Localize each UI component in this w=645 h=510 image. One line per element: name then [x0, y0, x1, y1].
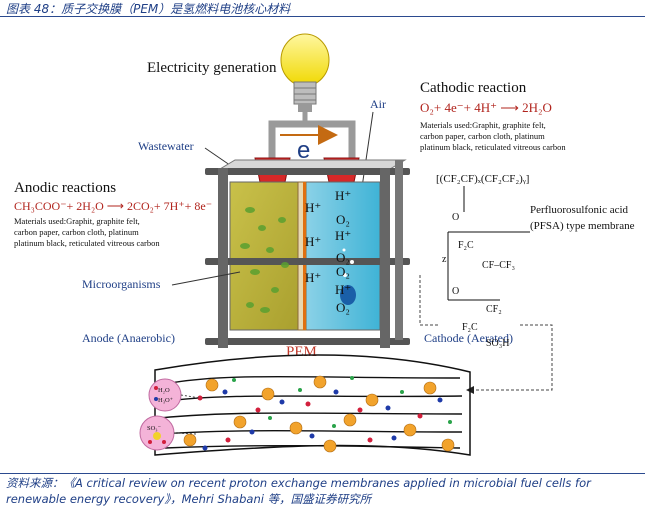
proton-label-2: H⁺ [305, 234, 321, 249]
anodic-materials-line: platinum black, reticulated vitreous car… [14, 238, 160, 248]
oxygen-label-1: O₂ [336, 212, 350, 227]
anode-label: Anode (Anaerobic) [82, 331, 175, 345]
formula-atom: F₂C [458, 240, 474, 251]
anode-chamber [229, 181, 303, 331]
oxygen-label-3: O₂ [336, 264, 350, 279]
caption-rule [0, 16, 645, 17]
cathodic-equation: O₂+ 4e⁻+ 4H⁺ ⟶ 2H₂O [420, 100, 552, 115]
proton-label-6: H⁺ [335, 282, 351, 297]
fuel-cell-body [205, 159, 410, 348]
anodic-materials-line: carbon paper, carbon cloth, platinum [14, 227, 139, 237]
anodic-title: Anodic reactions [14, 180, 116, 196]
svg-text:H₂O: H₂O [158, 387, 170, 394]
cathodic-materials-line: platinum black, reticulated vitreous car… [420, 142, 566, 152]
electron-label: e [297, 137, 310, 164]
source-rule [0, 473, 645, 474]
pfsa-formula: [(CF₂CF)ₓ(CF₂CF₂)ᵧ] O F₂C CF–CF₃ O CF₂ F… [436, 173, 530, 349]
cathode-label: Cathode (Aerated) [424, 331, 513, 345]
membrane-name-line: (PFSA) type membrane [530, 220, 635, 232]
svg-text:H₃O⁺: H₃O⁺ [158, 397, 174, 404]
source-note: 资料来源：《A critical review on recent proton… [6, 476, 591, 506]
formula-subscript: z [442, 254, 447, 265]
svg-text:SO₃⁻: SO₃⁻ [147, 425, 162, 432]
sulfonate-cluster-inset: SO₃⁻ [139, 415, 175, 451]
proton-label-4: H⁺ [335, 188, 351, 203]
light-bulb-icon [280, 33, 330, 112]
formula-atom: F₂C [462, 322, 478, 333]
external-wire [268, 120, 356, 158]
anodic-materials-line: Materials used:Graphit, graphite felt, [14, 216, 140, 226]
formula-atom: O [452, 286, 459, 297]
air-label: Air [370, 97, 386, 111]
figure-caption: 图表 48：质子交换膜（PEM）是氢燃料电池核心材料 [6, 2, 291, 16]
oxygen-label-4: O₂ [336, 300, 350, 315]
cathodic-title: Cathodic reaction [420, 80, 527, 96]
membrane-structure [154, 354, 471, 456]
formula-atom: CF₂ [486, 304, 502, 315]
formula-atom: SO₃H [486, 338, 510, 349]
cathodic-materials-line: carbon paper, carbon cloth, platinum [420, 131, 545, 141]
electricity-generation-label: Electricity generation [147, 60, 277, 76]
water-cluster-inset: H₂O H₃O⁺ [148, 378, 182, 412]
anodic-equation: CH₃COO⁻+ 2H₂O ⟶ 2CO₂+ 7H⁺+ 8e⁻ [14, 199, 212, 213]
proton-label-3: H⁺ [305, 270, 321, 285]
proton-label-1: H⁺ [305, 200, 321, 215]
oxygen-label-2: O₂ [336, 250, 350, 265]
wastewater-label: Wastewater [138, 139, 194, 153]
formula-atom: O [452, 212, 459, 223]
proton-label-5: H⁺ [335, 228, 351, 243]
pem-label: PEM [286, 344, 317, 360]
microorganisms-label: Microorganisms [82, 277, 161, 291]
cathodic-materials-line: Materials used:Graphit, graphite felt, [420, 120, 546, 130]
formula-atom: CF–CF₃ [482, 260, 515, 271]
formula-backbone: [(CF₂CF)ₓ(CF₂CF₂)ᵧ] [436, 173, 529, 185]
membrane-name-line: Perfluorosulfonic acid [530, 204, 629, 216]
pem-diagram: Electricity generation e Air Wastewater [14, 33, 635, 456]
